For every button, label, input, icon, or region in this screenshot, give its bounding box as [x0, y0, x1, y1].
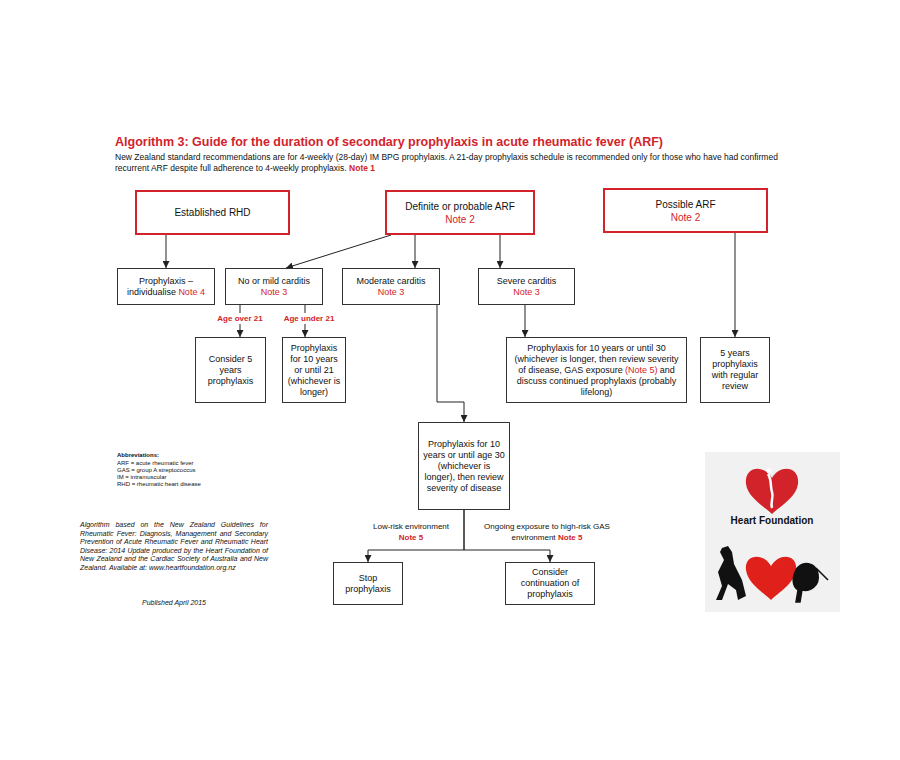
node-text: Note 3: [261, 287, 288, 298]
process-box: Moderate carditisNote 3: [342, 268, 440, 305]
label-text: Heart Foundation: [712, 515, 832, 527]
note-ref: Note 5: [558, 533, 582, 542]
heart-logo: [746, 469, 798, 514]
node-text: Note 3: [513, 287, 540, 298]
connector: [166, 235, 167, 268]
outcome-box: Prophylaxis for 10 years or until age 30…: [418, 422, 510, 510]
label-text: ARF = acute rheumatic fever: [117, 460, 267, 467]
edge-label-text: Low-risk environment: [373, 522, 449, 531]
node-text: Definite or probable ARF: [405, 200, 515, 213]
edge-label-text: Age under 21: [284, 314, 335, 323]
label-text: RHD = rheumatic heart disease: [117, 481, 267, 488]
category-box: Established RHD: [135, 190, 290, 235]
node-text: Stop prophylaxis: [338, 573, 398, 595]
logo-panel: [705, 452, 840, 612]
node-text: Prophylaxis for 10 years or until 21 (wh…: [287, 343, 341, 398]
label-span: GAS = group A streptococcus: [117, 467, 196, 473]
label-span: ARF = acute rheumatic fever: [117, 460, 194, 466]
node-text: Note 4: [178, 287, 205, 297]
connector: [525, 305, 526, 337]
heart-figure-head: [767, 469, 772, 474]
connector: [286, 235, 391, 268]
label-span: RHD = rheumatic heart disease: [117, 481, 201, 487]
node-text: Established RHD: [174, 206, 250, 219]
node-text: Note 2: [671, 211, 700, 224]
edge-label: Age under 21: [280, 313, 338, 324]
connector: [415, 235, 416, 268]
note-ref: Note 5: [364, 532, 458, 543]
outcome-box: Consider 5 years prophylaxis: [195, 337, 266, 403]
label-text: Algorithm based on the New Zealand Guide…: [80, 521, 268, 573]
connector: [500, 235, 501, 268]
diagram-title: Algorithm 3: Guide for the duration of s…: [115, 135, 663, 149]
note-ref: Note 1: [349, 163, 375, 173]
category-box: Possible ARFNote 2: [603, 188, 768, 233]
label-text: GAS = group A streptococcus: [117, 467, 267, 474]
category-box: Definite or probable ARFNote 2: [385, 190, 535, 235]
edge-label: Low-risk environmentNote 5: [364, 521, 458, 543]
text-line: Prophylaxis – individualiseNote 4: [122, 276, 210, 298]
outcome-box: 5 years prophylaxis with regular review: [700, 337, 770, 403]
process-box: Prophylaxis – individualiseNote 4: [117, 268, 215, 305]
label-span: New Zealand standard recommendations are…: [115, 152, 778, 173]
kiwi-silhouette: [793, 564, 828, 602]
outcome-box: Prophylaxis for 10 years or until 21 (wh…: [282, 337, 346, 403]
label-text: Abbreviations:: [117, 452, 267, 459]
edge-label-text: Ongoing exposure to high-risk GAS enviro…: [484, 522, 610, 542]
connector: [735, 233, 736, 337]
node-text: No or mild carditis: [238, 276, 310, 287]
label-text: Published April 2015: [80, 599, 268, 608]
outcome-box: Consider continuation of prophylaxis: [505, 562, 595, 605]
heart-figure: [768, 474, 773, 508]
label-span: Algorithm based on the New Zealand Guide…: [80, 521, 268, 571]
label-span: IM = intramuscular: [117, 474, 167, 480]
node-text: Severe carditis: [497, 276, 557, 287]
edge-label: Age over 21: [213, 313, 267, 324]
node-text: 5 years prophylaxis with regular review: [705, 348, 765, 392]
kangaroo-silhouette: [716, 546, 746, 600]
edge-label: Ongoing exposure to high-risk GAS enviro…: [484, 521, 610, 543]
outcome-box: Prophylaxis for 10 years or until 30 (wh…: [506, 337, 687, 403]
connector: [437, 305, 464, 422]
node-text: Prophylaxis for 10 years or until age 30…: [423, 439, 505, 494]
heart-symbol: [746, 557, 796, 600]
node-text: Consider 5 years prophylaxis: [200, 354, 261, 387]
outcome-box: Stop prophylaxis: [333, 562, 403, 605]
label-text: IM = intramuscular: [117, 474, 267, 481]
node-text: Moderate carditis: [356, 276, 425, 287]
label-span: Abbreviations:: [117, 452, 159, 458]
node-text: Possible ARF: [655, 198, 715, 211]
node-text: (Note 5): [625, 365, 658, 375]
edge-label-text: Age over 21: [217, 314, 262, 323]
process-box: Severe carditisNote 3: [478, 268, 575, 305]
node-text: Consider continuation of prophylaxis: [510, 567, 590, 600]
node-text: Note 3: [378, 287, 405, 298]
text-line: Prophylaxis for 10 years or until 30 (wh…: [511, 343, 682, 398]
label-span: Heart Foundation: [731, 515, 814, 526]
node-text: Note 2: [445, 213, 474, 226]
label-text: New Zealand standard recommendations are…: [115, 152, 805, 173]
process-box: No or mild carditisNote 3: [225, 268, 323, 305]
label-span: Published April 2015: [142, 599, 206, 606]
